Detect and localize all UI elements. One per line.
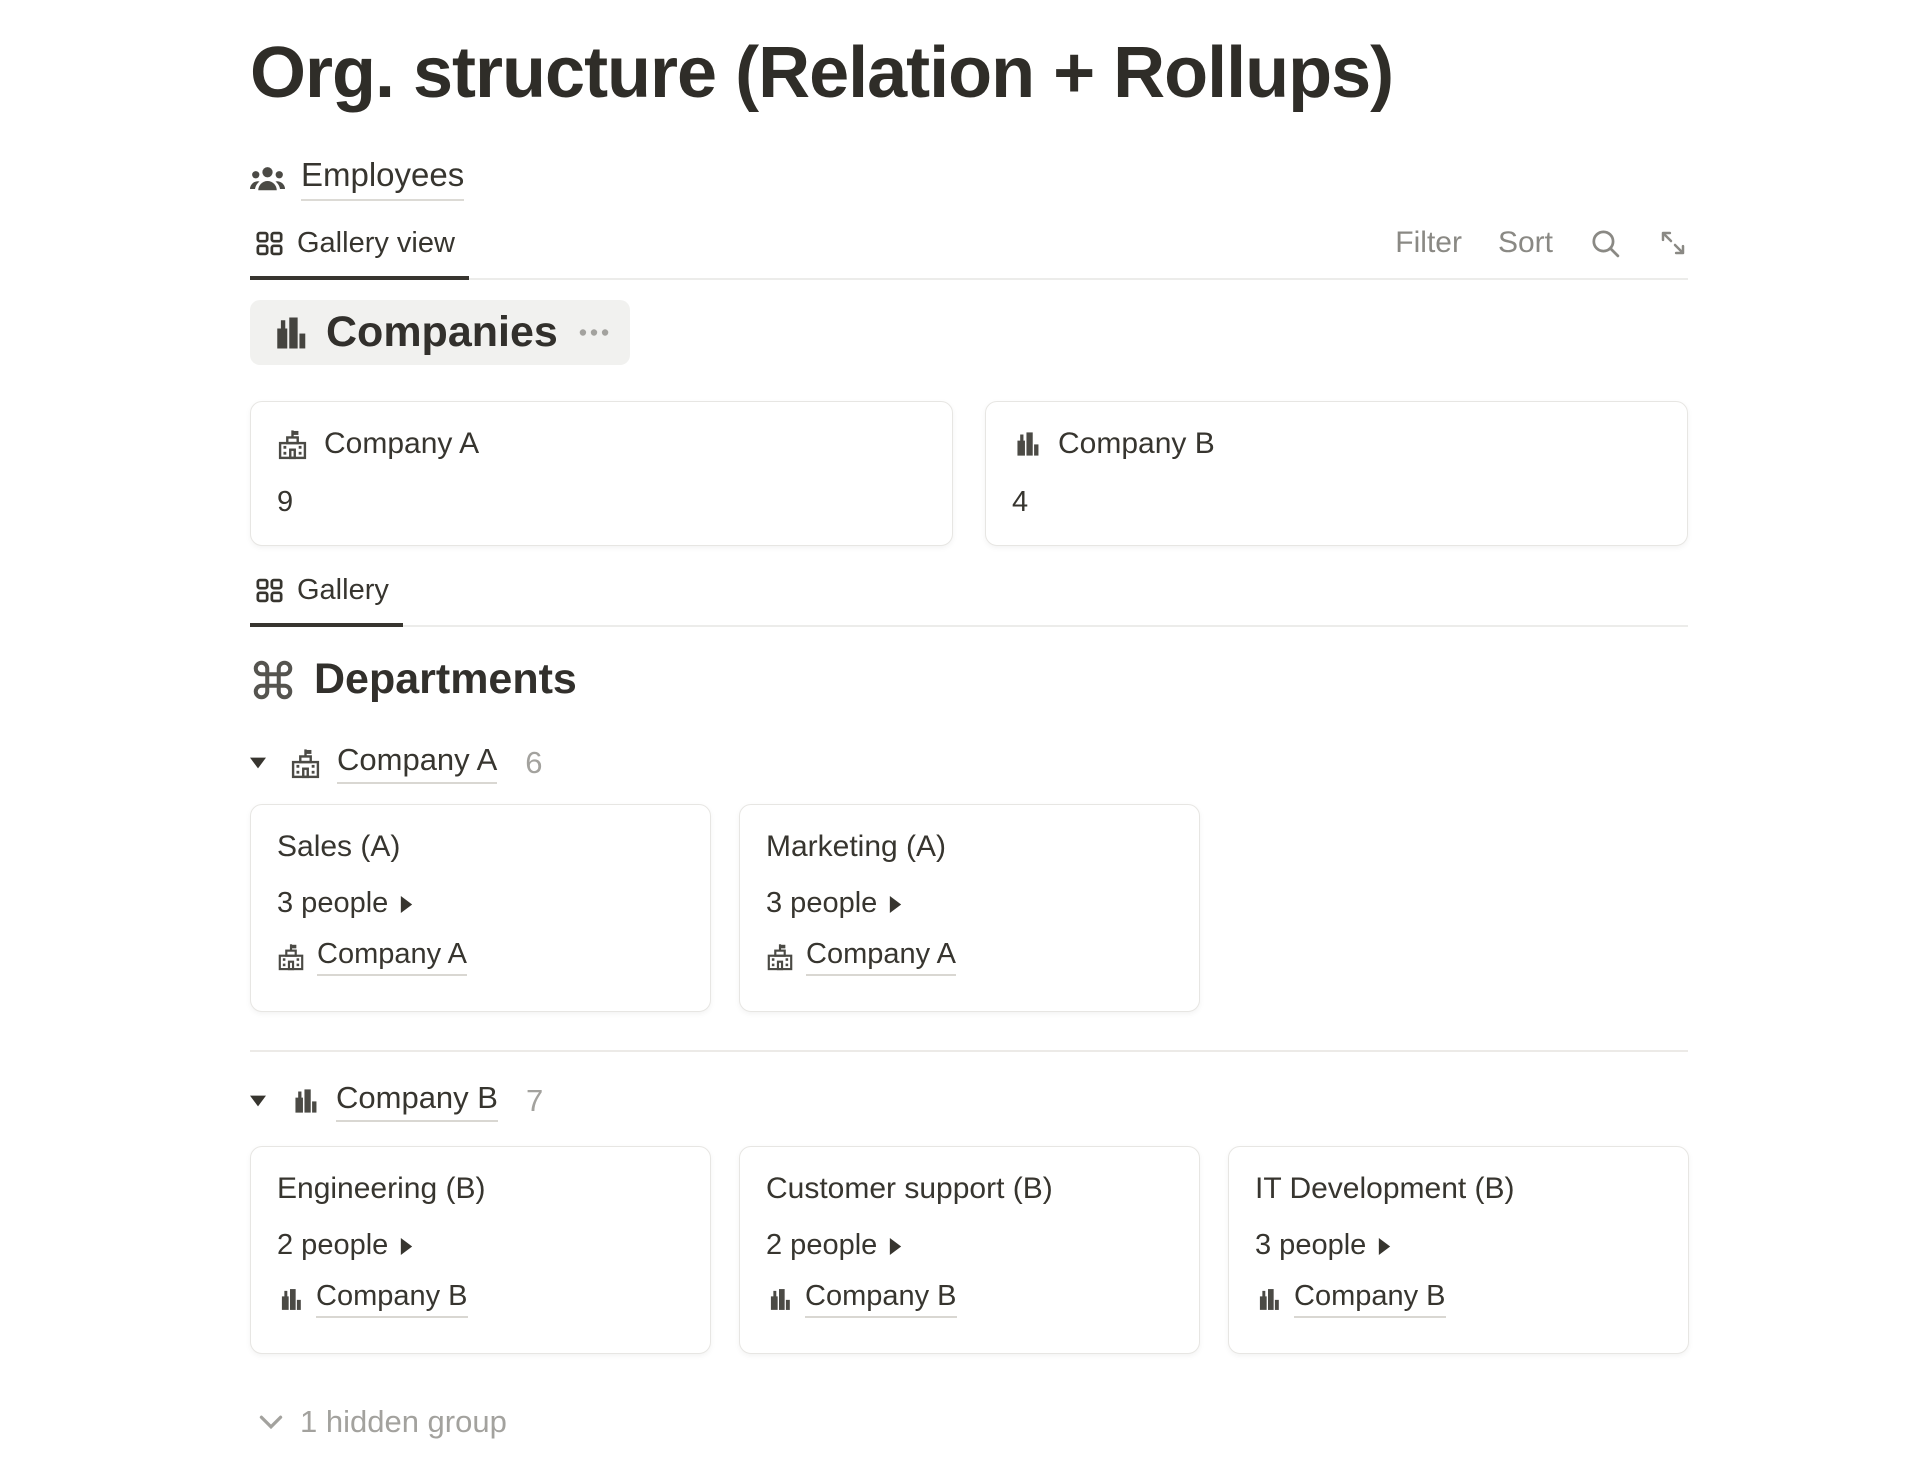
triangle-down-icon[interactable] bbox=[250, 757, 266, 769]
people-rollup[interactable]: 3 people bbox=[277, 887, 684, 920]
department-card-marketing-a[interactable]: Marketing (A) 3 people Company A bbox=[739, 804, 1200, 1013]
group-header-company-a: Company A 6 bbox=[250, 742, 1688, 785]
triangle-right-icon bbox=[400, 1238, 413, 1256]
sort-button[interactable]: Sort bbox=[1497, 226, 1553, 260]
view-toolbar: Gallery view Filter Sort bbox=[250, 221, 1688, 281]
building-flag-icon bbox=[766, 943, 794, 971]
group-header-company-b: Company B 7 bbox=[250, 1080, 1688, 1123]
card-title: Company A bbox=[324, 427, 480, 461]
people-count: 3 people bbox=[766, 887, 878, 920]
building-city-icon bbox=[277, 1286, 304, 1313]
page-title: Org. structure (Relation + Rollups) bbox=[250, 33, 1394, 113]
building-flag-icon bbox=[290, 748, 321, 779]
building-city-icon bbox=[290, 1086, 320, 1116]
company-card-b[interactable]: Company B 4 bbox=[985, 401, 1688, 547]
group-name-link[interactable]: Company B bbox=[336, 1080, 498, 1123]
filter-button[interactable]: Filter bbox=[1395, 226, 1462, 260]
people-count: 3 people bbox=[277, 887, 389, 920]
triangle-right-icon bbox=[889, 896, 902, 914]
tab-gallery-view[interactable]: Gallery view bbox=[250, 221, 469, 281]
departments-heading: Departments bbox=[250, 655, 1688, 704]
company-relation: Company A bbox=[277, 938, 684, 977]
department-card-engineering-b[interactable]: Engineering (B) 2 people Company B bbox=[250, 1146, 711, 1355]
gallery-grid-icon bbox=[256, 578, 283, 603]
companies-heading[interactable]: Companies bbox=[250, 300, 630, 366]
company-relation: Company B bbox=[277, 1280, 684, 1319]
database-source-row: Employees bbox=[250, 156, 1688, 202]
tab-label: Gallery view bbox=[297, 227, 455, 260]
chevron-down-icon bbox=[258, 1414, 284, 1430]
building-flag-icon bbox=[277, 943, 305, 971]
tab-label: Gallery bbox=[297, 574, 389, 607]
company-link[interactable]: Company A bbox=[317, 938, 467, 977]
building-flag-icon bbox=[277, 429, 308, 460]
people-count: 2 people bbox=[277, 1229, 389, 1262]
group-name-link[interactable]: Company A bbox=[337, 742, 498, 785]
building-city-icon bbox=[1255, 1286, 1282, 1313]
company-link[interactable]: Company A bbox=[806, 938, 956, 977]
command-icon bbox=[250, 657, 296, 703]
company-relation: Company B bbox=[766, 1280, 1173, 1319]
triangle-right-icon bbox=[1378, 1238, 1391, 1256]
group-count: 7 bbox=[525, 1083, 544, 1119]
company-card-a[interactable]: Company A 9 bbox=[250, 401, 953, 547]
departments-heading-label: Departments bbox=[314, 655, 577, 704]
people-rollup[interactable]: 3 people bbox=[766, 887, 1173, 920]
company-relation: Company A bbox=[766, 938, 1173, 977]
expand-icon[interactable] bbox=[1658, 228, 1688, 258]
companies-gallery: Company A 9 Company B 4 bbox=[250, 401, 1688, 547]
department-card-sales-a[interactable]: Sales (A) 3 people Company A bbox=[250, 804, 711, 1013]
people-rollup[interactable]: 3 people bbox=[1255, 1229, 1662, 1262]
triangle-right-icon bbox=[400, 896, 413, 914]
people-count: 3 people bbox=[1255, 1229, 1367, 1262]
people-icon bbox=[250, 165, 285, 193]
hidden-group-toggle[interactable]: 1 hidden group bbox=[258, 1404, 1688, 1440]
group-count: 6 bbox=[525, 745, 543, 781]
company-link[interactable]: Company B bbox=[805, 1280, 957, 1319]
departments-gallery-company-a: Sales (A) 3 people Company A Marketing (… bbox=[250, 804, 1688, 1013]
card-title: Company B bbox=[1058, 427, 1215, 461]
department-card-it-development-b[interactable]: IT Development (B) 3 people Company B bbox=[1228, 1146, 1689, 1355]
tab-gallery[interactable]: Gallery bbox=[250, 568, 403, 628]
card-title: Sales (A) bbox=[277, 830, 401, 864]
hidden-group-label: 1 hidden group bbox=[300, 1404, 507, 1440]
more-options-icon[interactable] bbox=[578, 328, 610, 337]
group-divider bbox=[250, 1050, 1688, 1053]
company-link[interactable]: Company B bbox=[316, 1280, 468, 1319]
people-rollup[interactable]: 2 people bbox=[766, 1229, 1173, 1262]
page-content: Org. structure (Relation + Rollups) Empl… bbox=[250, 0, 1689, 1440]
toolbar-actions: Filter Sort bbox=[1395, 226, 1688, 278]
people-rollup[interactable]: 2 people bbox=[277, 1229, 684, 1262]
company-link[interactable]: Company B bbox=[1294, 1280, 1446, 1319]
rollup-count: 4 bbox=[1012, 486, 1029, 519]
departments-gallery-company-b: Engineering (B) 2 people Company B Custo… bbox=[250, 1146, 1689, 1355]
building-city-icon bbox=[1012, 429, 1042, 459]
triangle-down-icon[interactable] bbox=[250, 1095, 266, 1107]
database-title-link[interactable]: Employees bbox=[301, 156, 465, 202]
company-relation: Company B bbox=[1255, 1280, 1662, 1319]
card-title: Marketing (A) bbox=[766, 830, 947, 864]
people-count: 2 people bbox=[766, 1229, 878, 1262]
card-title: IT Development (B) bbox=[1255, 1172, 1515, 1206]
card-title: Customer support (B) bbox=[766, 1172, 1053, 1206]
building-city-icon bbox=[766, 1286, 793, 1313]
triangle-right-icon bbox=[889, 1238, 902, 1256]
rollup-count: 9 bbox=[277, 486, 294, 519]
department-card-customer-support-b[interactable]: Customer support (B) 2 people Company B bbox=[739, 1146, 1200, 1355]
building-city-icon bbox=[270, 313, 310, 353]
card-title: Engineering (B) bbox=[277, 1172, 486, 1206]
departments-toolbar: Gallery bbox=[250, 568, 1688, 628]
companies-heading-label: Companies bbox=[326, 308, 558, 357]
search-icon[interactable] bbox=[1589, 227, 1622, 260]
gallery-grid-icon bbox=[256, 231, 283, 256]
